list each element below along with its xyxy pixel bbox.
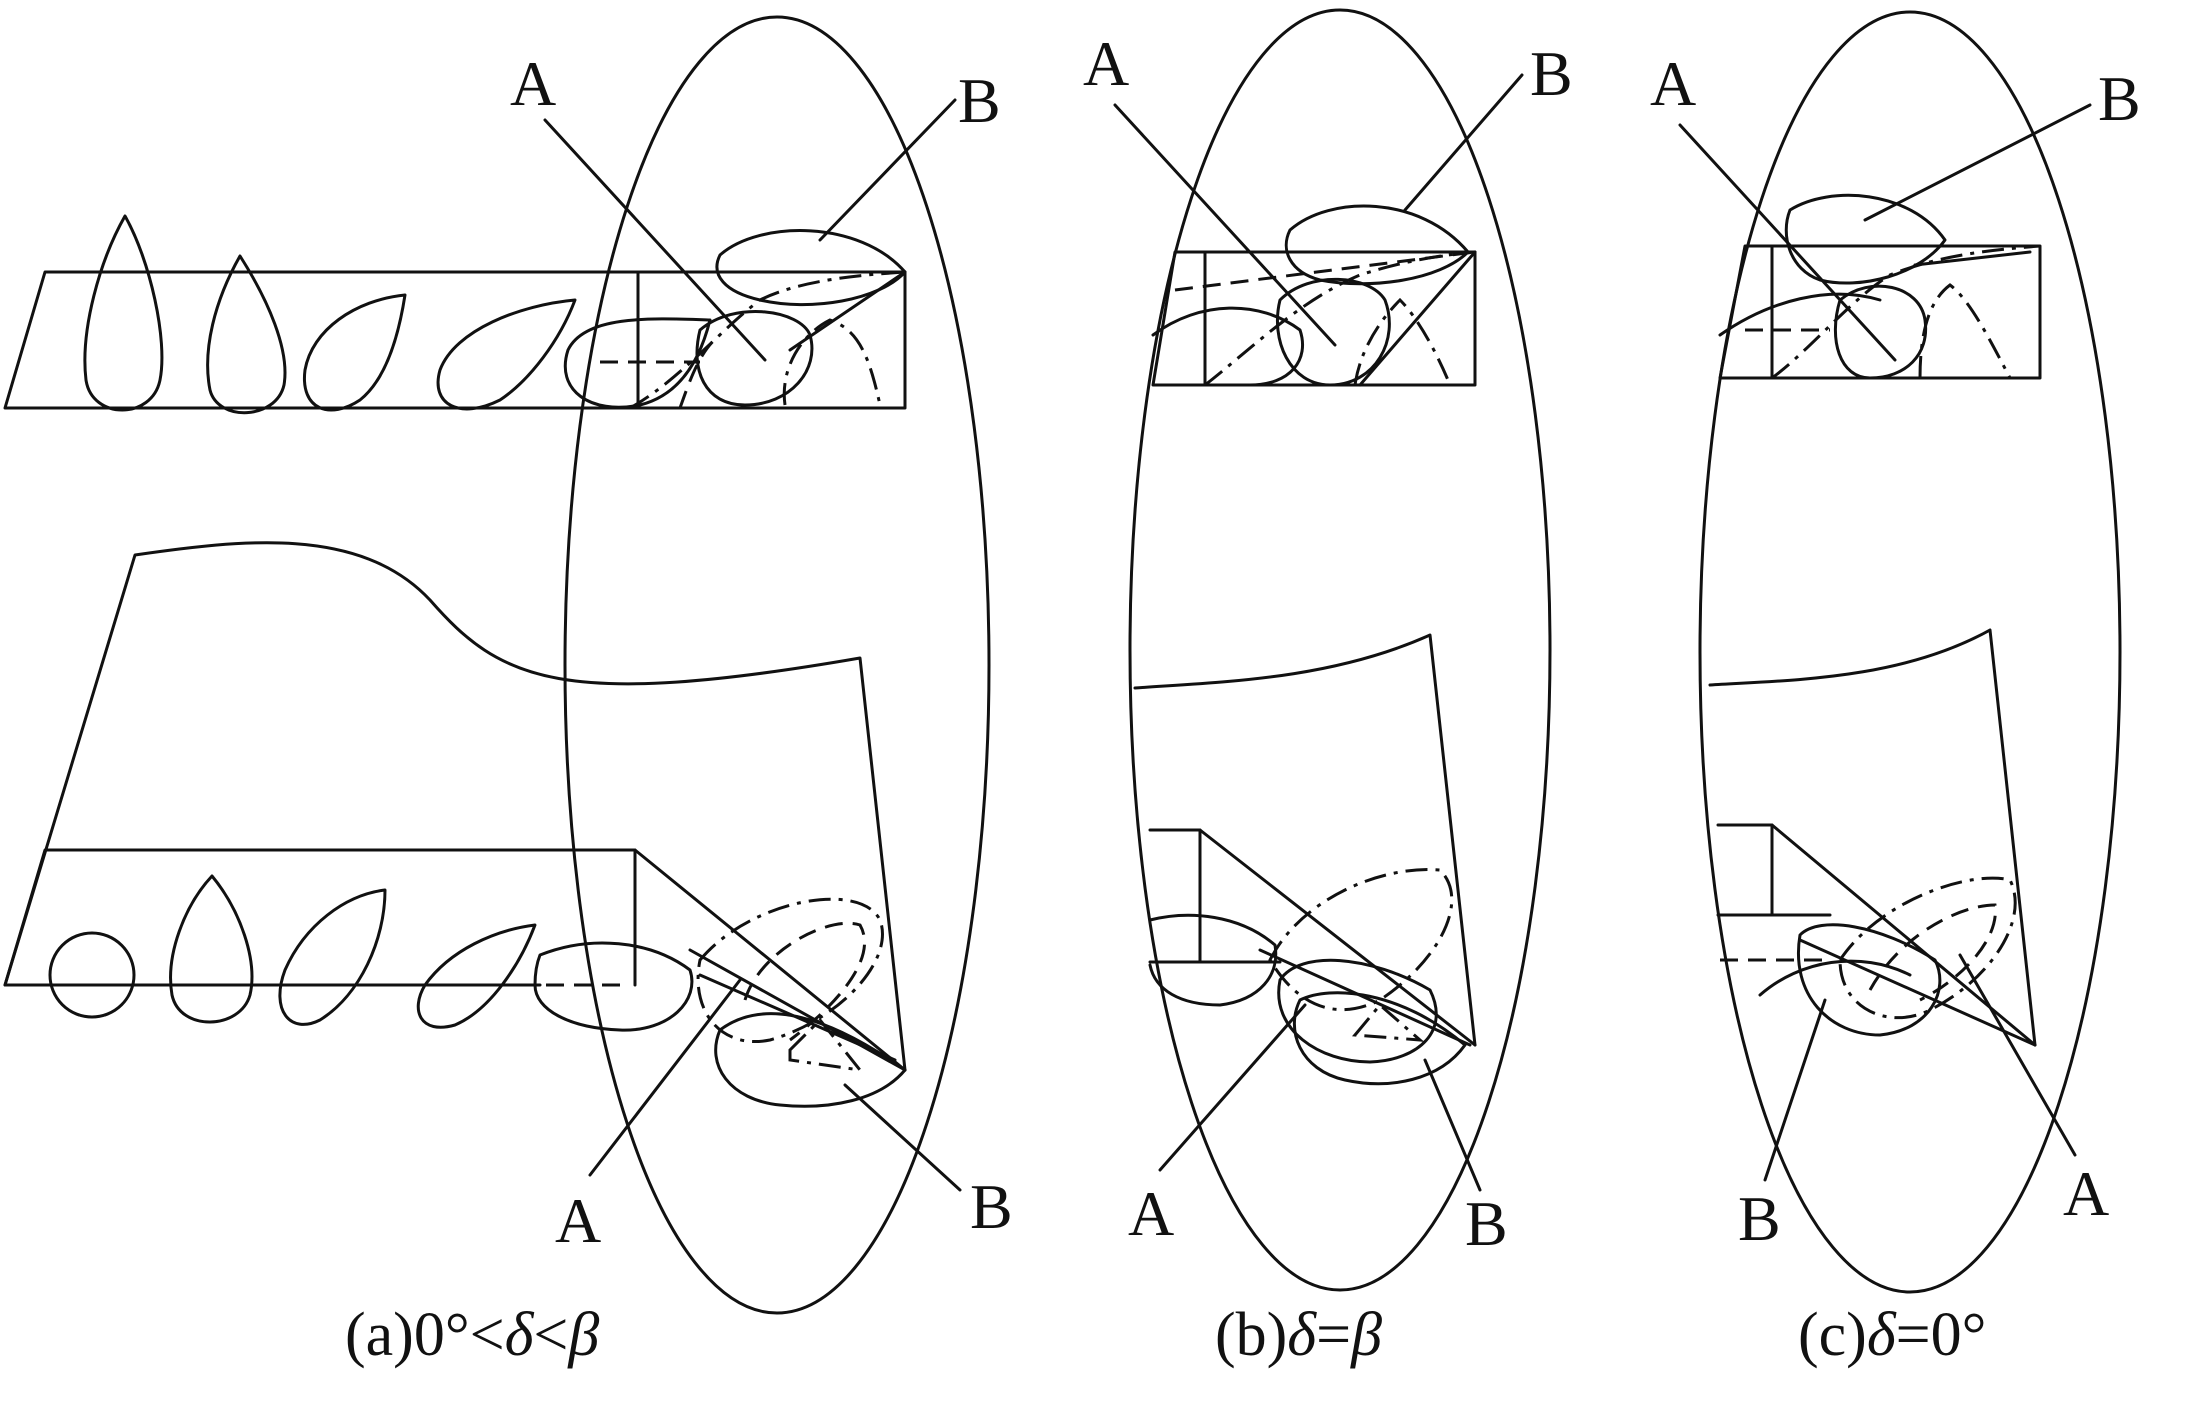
panel-a-top-chip-dash-2 xyxy=(782,318,882,406)
panel-c-top-chip-left xyxy=(1718,292,1882,337)
panel-c-bottom-chip-B xyxy=(1797,923,1942,1037)
panel-b-top-chip-A xyxy=(1275,277,1391,387)
panel-c-leader-B-top xyxy=(1863,103,2092,222)
panel-b-bottom-chip-left xyxy=(1148,913,1278,1007)
panel-c: A B B A (c)δ=0° xyxy=(1650,10,2141,1369)
panel-c-caption-delta: δ xyxy=(1867,1301,1897,1369)
panel-c-top-strip xyxy=(1718,244,2042,380)
panel-b-label-A-bottom: A xyxy=(1128,1178,1174,1249)
panel-a-bottom-edge-line-2 xyxy=(698,973,897,1062)
panel-b-caption-beta: β xyxy=(1350,1301,1382,1369)
panel-b-caption-mid: = xyxy=(1316,1301,1351,1369)
panel-c-label-B-top: B xyxy=(2098,63,2141,134)
panel-a-caption: (a)0°<δ<β xyxy=(345,1301,599,1369)
panel-b-top-chip-B xyxy=(1284,204,1470,286)
panel-c-zoom-ellipse xyxy=(1698,10,2122,1294)
panel-a-leader-B-bottom xyxy=(843,1083,962,1192)
panel-c-caption-mid: =0° xyxy=(1896,1301,1987,1369)
panel-a-top-chip-5 xyxy=(563,317,712,409)
panel-c-bottom-strip xyxy=(1716,823,2037,1047)
panel-b-bottom-edge-line xyxy=(1258,948,1472,1047)
panel-b-top-dash-2 xyxy=(1353,297,1452,386)
panel-c-top-dash-1 xyxy=(1771,244,2041,380)
panel-b-bottom-chip-dash xyxy=(1268,868,1454,1012)
panel-a-top-chip-1 xyxy=(83,214,164,412)
panel-b-caption: (b)δ=β xyxy=(1215,1301,1382,1369)
panel-a-bottom-chip-B-dash xyxy=(788,1017,864,1073)
panel-a-top-chip-A xyxy=(695,310,814,407)
panel-c-top-chip-B xyxy=(1784,193,1947,285)
panel-a-leader-B-top xyxy=(818,98,957,242)
panel-a-bottom-strip xyxy=(3,848,907,1072)
panel-a-bottom-chip-3 xyxy=(278,888,387,1026)
panel-c-bottom-chip-A-inner xyxy=(1868,903,1997,1002)
panel-c-label-B-bottom: B xyxy=(1738,1183,1781,1254)
panel-a-label-B-bottom: B xyxy=(970,1171,1013,1242)
panel-b-caption-prefix: (b) xyxy=(1215,1301,1287,1369)
panel-b-bottom-chip-A xyxy=(1277,958,1438,1064)
panel-b: A B A B (b)δ=β xyxy=(1083,8,1573,1369)
panel-c-top-edge-line xyxy=(1913,250,2032,267)
panel-a-bottom-chip-1 xyxy=(48,931,136,1019)
panel-a-top-chip-B xyxy=(715,229,907,307)
panel-a-bottom-chip-A-inner xyxy=(743,921,867,1042)
panel-a-bottom-chip-A xyxy=(696,897,884,1043)
panel-b-label-B-bottom: B xyxy=(1465,1188,1508,1259)
panel-c-label-A-bottom: A xyxy=(2063,1158,2109,1229)
panel-a-leader-A-bottom xyxy=(588,978,742,1177)
panel-a-top-chip-dash-1 xyxy=(629,270,906,410)
panel-a-top-chip-dash-3 xyxy=(678,333,721,409)
panel-c-top-dash-2 xyxy=(1918,283,2012,379)
panel-c-label-A-top: A xyxy=(1650,48,1696,119)
panel-a-bottom-chip-2 xyxy=(169,874,254,1024)
panel-b-leader-A-top xyxy=(1113,103,1337,347)
panel-c-caption: (c)δ=0° xyxy=(1798,1301,1986,1369)
panel-a-top-chip-3 xyxy=(302,293,407,412)
panel-a-label-B-top: B xyxy=(958,65,1001,136)
panel-a-label-A-top: A xyxy=(510,48,556,119)
panel-c-bottom-chip-A xyxy=(1838,876,2017,1020)
panel-c-bottom-chip-left xyxy=(1758,959,1912,997)
panel-a-top-chip-4 xyxy=(436,298,577,411)
panel-b-bottom-chip-dash-tri xyxy=(1351,1002,1425,1042)
panel-c-leader-B-bottom xyxy=(1763,998,1827,1182)
panel-b-leader-B-top xyxy=(1403,73,1524,212)
panel-b-top-edge-line xyxy=(1358,250,1477,387)
panel-c-caption-prefix: (c) xyxy=(1798,1301,1867,1369)
panel-b-caption-delta: δ xyxy=(1287,1301,1317,1369)
panel-a-zoom-ellipse xyxy=(563,15,991,1315)
panel-a-caption-mid: < xyxy=(533,1301,568,1369)
panel-a-label-A-bottom: A xyxy=(555,1185,601,1256)
panel-a-tool-profile xyxy=(3,541,907,1072)
panel-a-caption-beta: β xyxy=(567,1301,599,1369)
panel-c-bottom-edge-line xyxy=(1798,938,2037,1047)
panel-a-top-strip xyxy=(3,270,907,410)
panel-b-zoom-ellipse xyxy=(1128,8,1552,1292)
panel-c-tool-profile xyxy=(1708,628,2037,1047)
panel-b-top-chip-left xyxy=(1151,306,1305,387)
panel-a-caption-pre: 0°< xyxy=(414,1301,505,1369)
panel-a-bottom-chip-5 xyxy=(533,941,694,1032)
panel-b-top-strip xyxy=(1151,250,1477,387)
panel-b-leader-B-bottom xyxy=(1423,1058,1482,1192)
panel-a-bottom-chip-B xyxy=(714,1012,907,1108)
panel-b-leader-A-bottom xyxy=(1158,1003,1307,1172)
panel-c-leader-A-top xyxy=(1678,123,1897,362)
panel-c-top-chip-A xyxy=(1833,284,1928,380)
panel-c-leader-A-bottom xyxy=(1958,953,2077,1157)
panel-b-label-B-top: B xyxy=(1530,38,1573,109)
panel-a-bottom-chip-4 xyxy=(416,923,537,1029)
panel-a: A B A B (a)0°<δ<β xyxy=(3,15,1013,1369)
panel-b-label-A-top: A xyxy=(1083,28,1129,99)
panel-b-top-dash-line xyxy=(1174,250,1476,292)
panel-b-tool-profile xyxy=(1133,633,1477,1047)
panel-a-top-edge-line xyxy=(788,270,907,352)
panel-a-caption-prefix: (a) xyxy=(345,1301,414,1369)
panel-a-leader-A-top xyxy=(543,118,767,362)
panel-a-top-chip-2 xyxy=(206,254,287,415)
panel-a-caption-delta: δ xyxy=(505,1301,535,1369)
